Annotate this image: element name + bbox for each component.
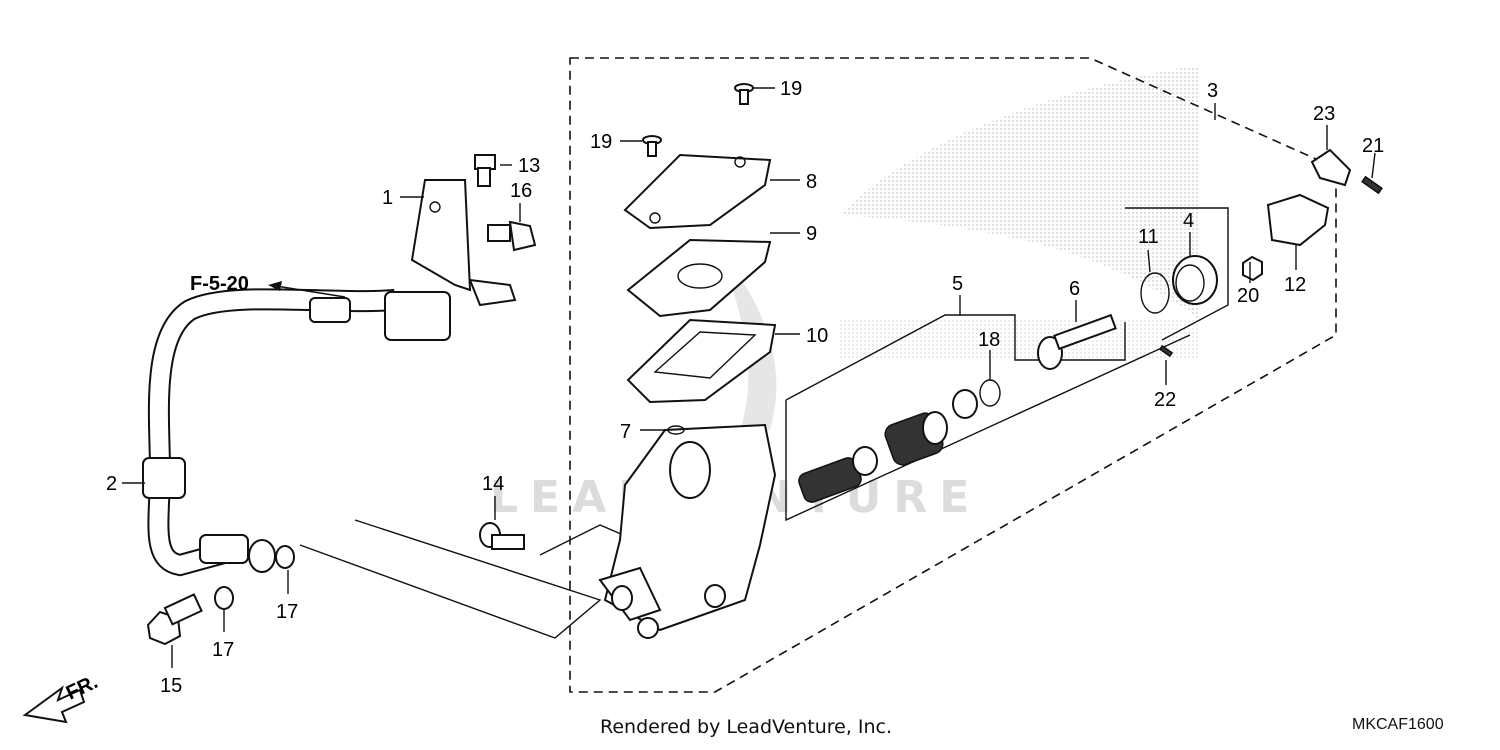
footer-credit: Rendered by LeadVenture, Inc. [600, 716, 893, 738]
callout-14: 14 [482, 473, 504, 495]
callout-1: 1 [382, 187, 393, 209]
circlip-11 [1140, 272, 1170, 314]
callout-19-top: 19 [780, 78, 802, 100]
callout-17-right: 17 [276, 601, 298, 623]
callout-numbers: 1 2 3 4 5 6 7 8 9 10 11 12 13 14 15 16 1… [106, 78, 1384, 697]
nut-20 [1242, 255, 1263, 282]
leader-lines [299, 103, 1229, 639]
master-cylinder-body [598, 423, 777, 639]
reservoir-cap [623, 153, 772, 230]
callout-12: 12 [1284, 274, 1306, 296]
brake-hose [142, 288, 451, 577]
callout-4: 4 [1183, 210, 1194, 232]
callout-17-left: 17 [212, 639, 234, 661]
screw-19-left [642, 135, 662, 157]
callout-19-left: 19 [590, 131, 612, 153]
screw-19-top [734, 83, 754, 105]
pin-23 [1310, 148, 1352, 187]
callout-6: 6 [1069, 278, 1080, 300]
callout-23: 23 [1313, 103, 1335, 125]
pin-22 [1158, 344, 1174, 358]
diagram-code: MKCAF1600 [1352, 716, 1444, 733]
assembly-outline [569, 57, 1337, 693]
bolt-13 [474, 154, 496, 187]
cotter-21 [1361, 175, 1383, 195]
callout-9: 9 [806, 223, 817, 245]
callout-11: 11 [1138, 226, 1159, 248]
callout-15: 15 [160, 675, 182, 697]
callout-21: 21 [1362, 135, 1384, 157]
bracket [410, 179, 517, 307]
piston-set [798, 379, 1001, 503]
callout-leaders [122, 87, 1376, 668]
boot-4 [1172, 255, 1218, 305]
callout-22: 22 [1154, 389, 1176, 411]
callout-18: 18 [978, 329, 1000, 351]
callout-8: 8 [806, 171, 817, 193]
bolt-15 [146, 593, 203, 646]
front-marker: FR. [22, 671, 101, 724]
bolt-16 [487, 220, 537, 252]
washer-17-right [275, 545, 295, 569]
push-rod [1037, 313, 1117, 370]
callout-13: 13 [518, 155, 540, 177]
washer-17-left [214, 586, 234, 610]
callout-10: 10 [806, 325, 828, 347]
callout-20: 20 [1237, 285, 1259, 307]
callout-3: 3 [1207, 80, 1218, 102]
diaphragm-plate [626, 238, 772, 318]
diaphragm [626, 318, 777, 404]
callout-16: 16 [510, 180, 532, 202]
callout-5: 5 [952, 273, 963, 295]
bolt-14 [479, 522, 525, 550]
reference-arrow: F-5-20 [190, 273, 346, 298]
callout-2: 2 [106, 473, 117, 495]
callout-7: 7 [620, 421, 631, 443]
joint-12 [1266, 193, 1330, 247]
reference-label: F-5-20 [190, 273, 249, 295]
